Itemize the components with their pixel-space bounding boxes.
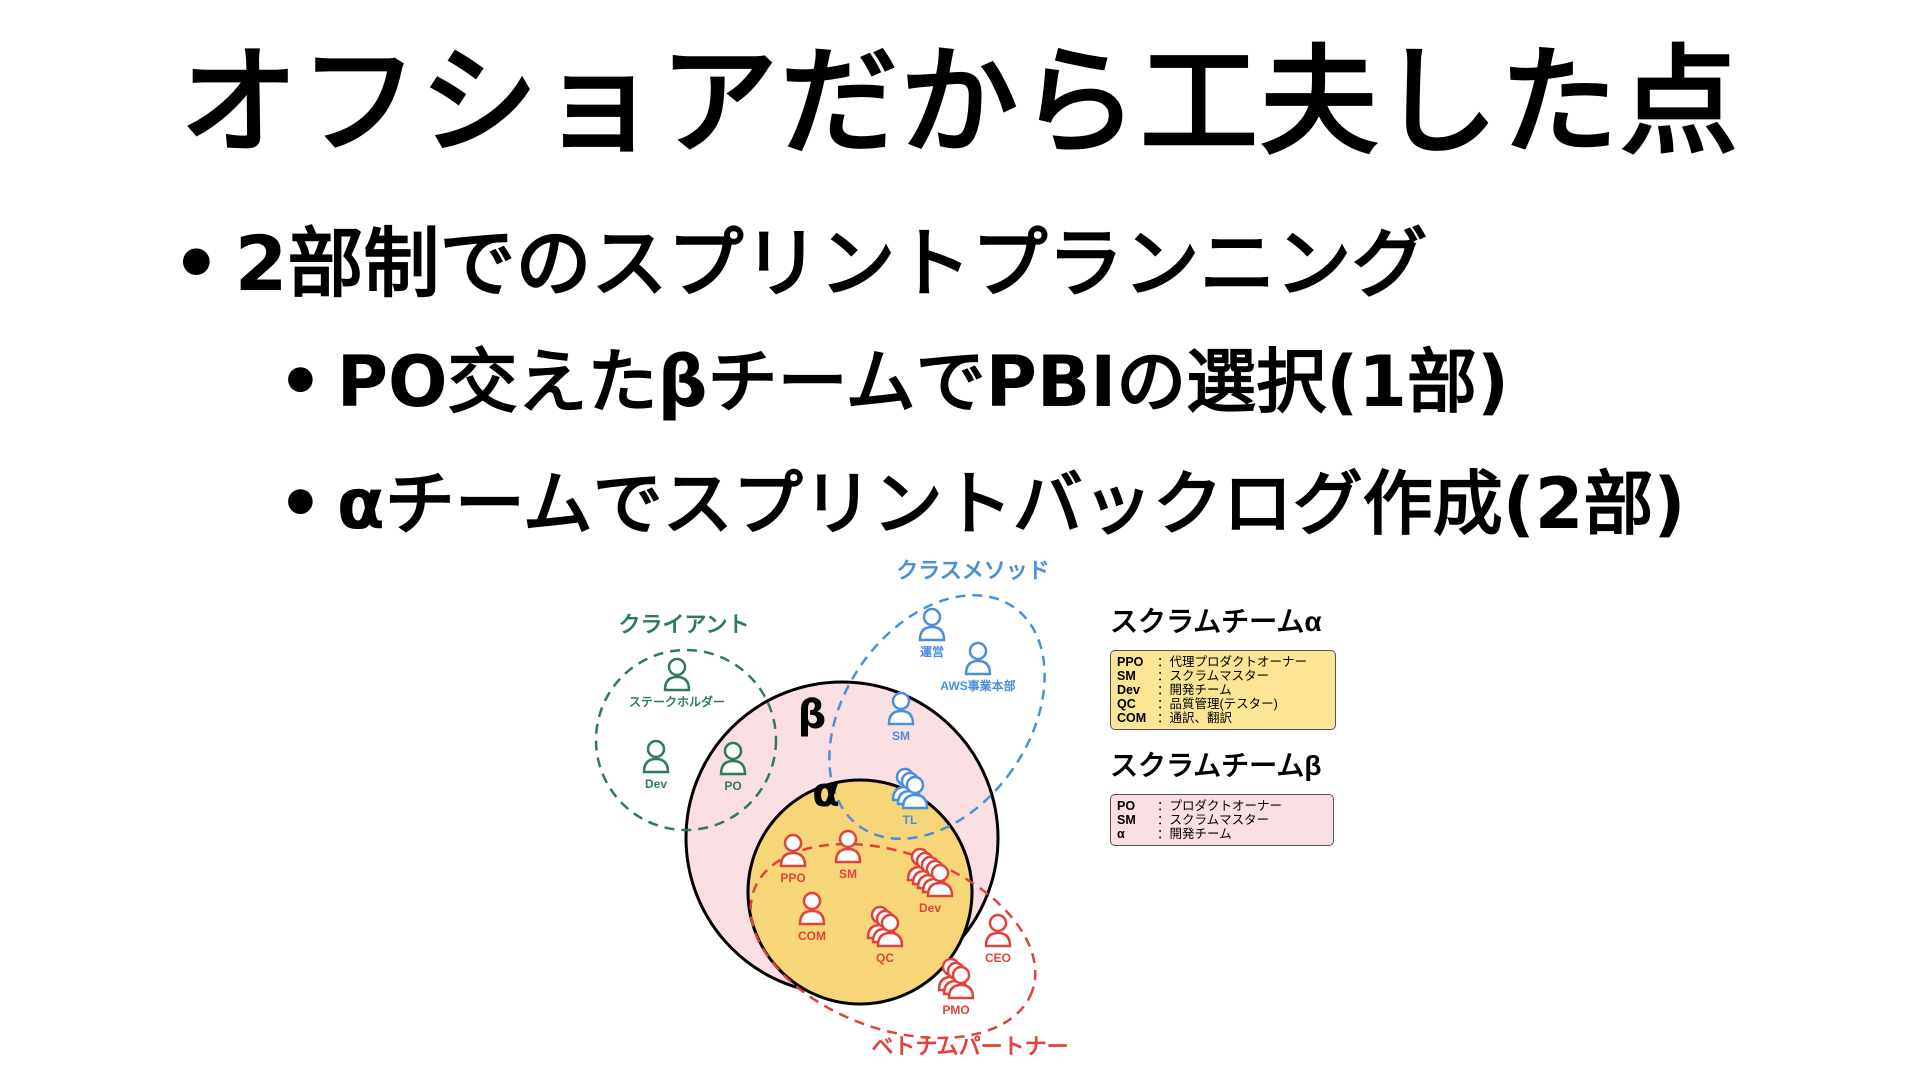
person-label: COM — [798, 929, 826, 943]
legend-key: SM — [1117, 669, 1136, 683]
bullet-item: •2部制でのスプリントプランニング — [172, 218, 1427, 309]
person-label: AWS事業本部 — [940, 678, 1015, 693]
person-label: 運営 — [920, 644, 944, 659]
vietnam-member: Dev — [906, 847, 954, 915]
legend-key: Dev — [1117, 683, 1140, 697]
bullet-text: 2部制でのスプリントプランニング — [234, 219, 1428, 308]
client-group-ellipse — [594, 648, 778, 832]
legend-key: SM — [1117, 813, 1136, 827]
classmethod-member: SM — [887, 691, 915, 743]
person-icon — [779, 833, 807, 868]
person-icon — [926, 863, 954, 898]
person-label: PO — [724, 779, 741, 793]
person-icon — [834, 829, 862, 864]
person-label: SM — [892, 729, 910, 743]
legend-key: QC — [1117, 697, 1136, 711]
legend-key: PO — [1117, 799, 1136, 813]
person-label: Dev — [919, 901, 941, 915]
client-group-label: クライアント — [618, 612, 749, 637]
legend-row: SM ：スクラムマスター — [1117, 669, 1329, 683]
bullet-marker: • — [172, 219, 221, 308]
alpha-team-label: α — [812, 770, 839, 816]
person-label: PPO — [780, 871, 805, 885]
person-icon — [887, 691, 915, 726]
legend-row: α ：開発チーム — [1117, 827, 1327, 841]
legend-team-beta: スクラムチームβ PO ：プロダクトオーナー SM ：スクラムマスター α ：開発チーム — [1110, 744, 1334, 846]
bullet-marker: • — [278, 341, 323, 423]
legend-beta-title: スクラムチームβ — [1110, 750, 1322, 781]
alpha-team-circle — [746, 778, 974, 1006]
legend-desc: ：スクラムマスター — [1157, 669, 1270, 683]
person-icon — [719, 741, 747, 776]
person-label: PMO — [942, 1003, 969, 1017]
legend-beta-box: PO ：プロダクトオーナー SM ：スクラムマスター α ：開発チーム — [1110, 794, 1334, 846]
vietnam-member: COM — [798, 891, 826, 943]
client-member: Dev — [642, 739, 670, 791]
vietnam-member: PMO — [937, 957, 975, 1017]
legend-row: PO ：プロダクトオーナー — [1117, 799, 1327, 813]
legend-desc: ：開発チーム — [1157, 683, 1232, 697]
bullet-text: PO交えたβチームでPBIの選択(1部) — [336, 341, 1509, 423]
classmethod-group-label: クラスメソッド — [896, 558, 1050, 583]
legend-row: COM ：通訳、翻訳 — [1117, 711, 1329, 725]
classmethod-member: 運営 — [918, 607, 946, 659]
vietnam-member: CEO — [984, 913, 1012, 965]
classmethod-member: AWS事業本部 — [940, 641, 1016, 693]
person-icon — [947, 965, 975, 1000]
legend-desc: ：プロダクトオーナー — [1157, 799, 1283, 813]
legend-alpha-box: PPO ：代理プロダクトオーナー SM ：スクラムマスター Dev ：開発チーム QC ：品質… — [1110, 650, 1336, 730]
legend-desc: ：開発チーム — [1157, 827, 1232, 841]
legend-key: PPO — [1117, 655, 1144, 669]
person-label: QC — [876, 951, 894, 965]
legend-row: PPO ：代理プロダクトオーナー — [1117, 655, 1329, 669]
person-icon — [798, 891, 826, 926]
classmethod-member: TL — [891, 767, 929, 827]
person-icon — [984, 913, 1012, 948]
sub-bullet-item: •αチームでスプリントバックログ作成(2部) — [278, 462, 1685, 546]
person-icon — [964, 641, 992, 676]
legend-desc: ：通訳、翻訳 — [1157, 711, 1233, 725]
person-icon — [918, 607, 946, 642]
vietnam-member: PPO — [779, 833, 807, 885]
person-label: CEO — [985, 951, 1011, 965]
person-icon — [642, 739, 670, 774]
vietnam-group-label: ベトナムパートナー — [871, 1034, 1068, 1059]
person-icon — [901, 775, 929, 810]
page-title: オフショアだから工夫した点 — [179, 33, 1740, 171]
legend-alpha-title: スクラムチームα — [1110, 606, 1322, 637]
legend-desc: ：品質管理(テスター) — [1157, 697, 1278, 711]
person-icon — [663, 657, 691, 692]
sub-bullet-item: •PO交えたβチームでPBIの選択(1部) — [278, 340, 1509, 424]
person-label: Dev — [645, 777, 667, 791]
bullet-marker: • — [278, 463, 323, 545]
client-member: ステークホルダー — [629, 657, 725, 709]
classmethod-group-ellipse — [828, 593, 1046, 841]
person-label: SM — [839, 867, 857, 881]
legend-desc: ：スクラムマスター — [1157, 813, 1270, 827]
client-member: PO — [719, 741, 747, 793]
person-label: TL — [903, 813, 918, 827]
legend-team-alpha: スクラムチームα PPO ：代理プロダクトオーナー SM ：スクラムマスター Dev ：開… — [1110, 600, 1336, 730]
vietnam-member: QC — [866, 905, 904, 965]
beta-team-label: β — [798, 692, 827, 738]
legend-row: QC ：品質管理(テスター) — [1117, 697, 1329, 711]
person-icon — [876, 913, 904, 948]
vietnam-member: SM — [834, 829, 862, 881]
person-label: ステークホルダー — [629, 694, 725, 709]
legend-desc: ：代理プロダクトオーナー — [1157, 655, 1308, 669]
bullet-text: αチームでスプリントバックログ作成(2部) — [336, 463, 1686, 545]
legend-key: COM — [1117, 711, 1147, 725]
legend-row: Dev ：開発チーム — [1117, 683, 1329, 697]
legend-row: SM ：スクラムマスター — [1117, 813, 1327, 827]
legend-key: α — [1117, 827, 1125, 841]
